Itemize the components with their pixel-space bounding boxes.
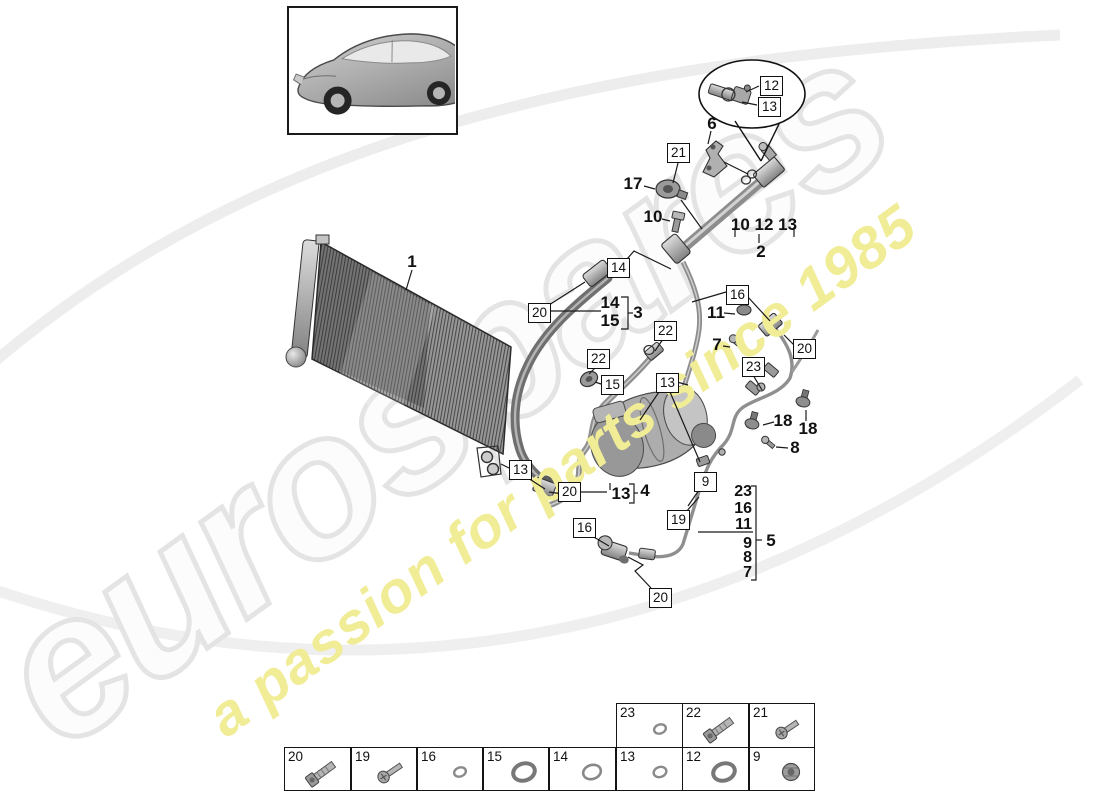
callout-4: 4 [640,481,650,500]
callout-18-a: 18 [773,411,793,430]
callout-box-15: 15 [601,375,624,395]
legend-cell-21: 21 [749,703,815,748]
legend-cell-14: 14 [549,747,616,791]
callout-box-22-a: 22 [654,321,677,341]
o-ring-small-icon [452,766,468,778]
bolt-icon [305,760,337,788]
bracket-6-drawing [702,140,728,178]
legend-cell-number: 15 [487,749,503,764]
legend-cell-number: 16 [421,749,437,764]
callout-18-b: 18 [798,419,818,438]
legend-cell-number: 19 [355,749,371,764]
legend-cell-19: 19 [351,747,417,791]
legend-cell-number: 13 [620,749,636,764]
callout-7: 7 [712,335,722,354]
o-ring-large-icon [511,761,537,783]
callout-box-16-lower: 16 [573,518,596,538]
callout-2: 2 [756,242,766,261]
callout-box-19: 19 [667,510,690,530]
callout-box-13-balloon: 13 [758,97,781,117]
legend-cell-number: 14 [553,749,569,764]
car-illustration [292,33,480,115]
callout-group5-8: 8 [743,549,752,566]
callout-11: 11 [707,303,725,322]
legend-cell-number: 23 [620,705,636,720]
callout-group5-16: 16 [734,500,752,517]
legend-cell-22: 22 [682,703,749,748]
callout-1: 1 [407,252,417,271]
callout-box-9: 9 [694,472,717,492]
legend-cell-12: 12 [682,747,749,791]
callout-group3-15: 15 [600,311,620,330]
bolt-10-drawing [671,210,686,233]
o-ring-small-icon [652,765,668,779]
callout-box-20-right: 20 [793,339,816,359]
callout-box-20-bottom: 20 [649,588,672,608]
callout-8: 8 [790,438,800,457]
callout-group3-14: 14 [600,293,620,312]
callout-17: 17 [623,174,643,193]
callout-group5-9: 9 [743,535,752,552]
bolt-icon [703,716,735,744]
legend-cell-15: 15 [483,747,549,791]
legend-cell-number: 21 [753,705,769,720]
callout-box-23: 23 [742,357,765,377]
callout-box-13-mid: 13 [656,373,679,393]
callout-box-16-upper: 16 [726,285,749,305]
screw-icon [377,762,404,784]
legend-cell-number: 12 [686,749,702,764]
grommet-17-drawing [655,179,689,201]
legend-cell-number: 22 [686,705,702,720]
legend-cell-16: 16 [417,747,483,791]
callout-10: 10 [643,207,663,226]
callout-group-2: 10 12 13 [730,215,798,234]
screw-icon [775,719,800,740]
car-thumbnail [287,6,480,135]
condenser-drawing [285,234,512,478]
callout-5: 5 [766,531,776,550]
o-ring-small-icon [652,723,668,735]
callout-group5-23: 23 [734,483,752,500]
callout-6: 6 [707,114,717,133]
elbow-fitting-16-drawing [597,535,629,564]
callout-group4-13: 13 [611,484,631,503]
legend-cell-number: 20 [288,749,304,764]
callout-box-14: 14 [607,258,630,278]
callout-3: 3 [633,303,643,322]
legend-cell-13: 13 [616,747,683,791]
callout-box-22-b: 22 [587,349,610,369]
o-ring-medium-icon [581,763,603,781]
legend-cell-number: 9 [753,749,761,764]
callout-box-21: 21 [667,143,690,163]
callout-box-13-clamp: 13 [509,460,532,480]
legend-cell-23: 23 [616,703,683,748]
o-ring-large-icon [711,761,737,783]
legend-cell-20: 20 [284,747,351,791]
callout-group5-11: 11 [735,516,752,533]
callout-box-20-hose: 20 [528,303,551,323]
nut-icon [781,762,801,782]
callout-group5-7: 7 [743,564,752,581]
pipe-2-drawing [661,142,785,395]
callout-box-12: 12 [760,76,783,96]
legend-cell-9: 9 [749,747,815,791]
callout-box-20-clamp: 20 [558,482,581,502]
